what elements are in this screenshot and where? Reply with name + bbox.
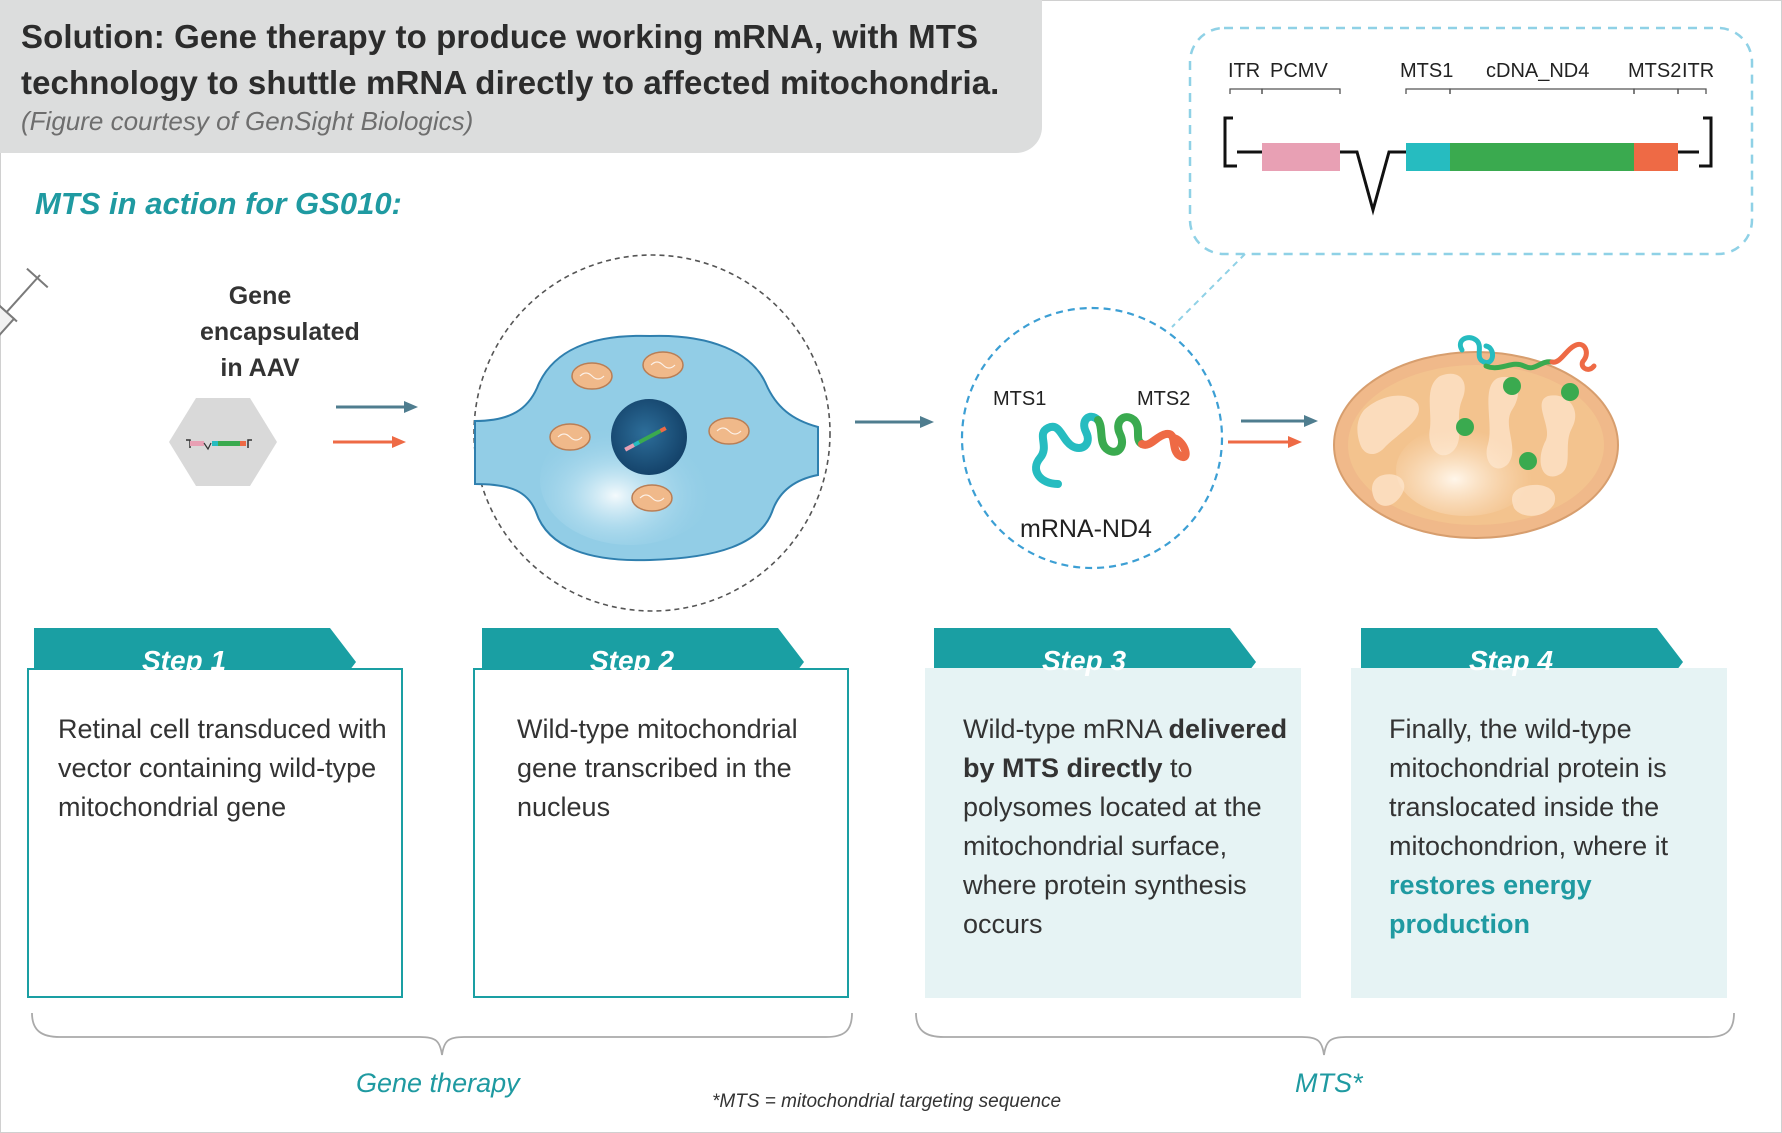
aav-capsid-icon	[169, 398, 277, 486]
mts-bracket	[915, 1012, 1735, 1056]
section-subtitle: MTS in action for GS010:	[35, 186, 402, 221]
mts1-segment	[1406, 143, 1450, 171]
vector-callout-box	[1188, 26, 1754, 256]
step-3-text-b: to polysomes located at the mitochondria…	[963, 753, 1262, 939]
step-4-text-emphasis: restores energy production	[1389, 870, 1592, 939]
footnote: *MTS = mitochondrial targeting sequence	[712, 1091, 1062, 1112]
step-4-title: Step 4	[1468, 645, 1554, 676]
step-3-text-emphasis: delivered by MTS directly	[963, 714, 1288, 783]
mts1-mrna-label: MTS1	[993, 388, 1047, 410]
step-4-description: Finally, the wild-type mitochondrial pro…	[1389, 710, 1719, 944]
step-3-box	[925, 668, 1301, 998]
figure-title: Solution: Gene therapy to produce workin…	[21, 18, 1000, 101]
step-2-description: Wild-type mitochondrial gene transcribed…	[517, 710, 827, 827]
step-1-box	[27, 668, 403, 998]
cdna-nd4-segment	[1450, 143, 1634, 171]
step-4-box	[1351, 668, 1727, 998]
step-3-title: Step 3	[1041, 645, 1127, 676]
step-3-description: Wild-type mRNA delivered by MTS directly…	[963, 710, 1293, 944]
step-2-box	[473, 668, 849, 998]
mts2-segment	[1634, 143, 1678, 171]
step-2-text: Wild-type mitochondrial gene transcribed…	[517, 714, 798, 822]
step-1-text: Retinal cell transduced with vector cont…	[58, 714, 387, 822]
mitochondrion	[1333, 335, 1619, 539]
mts1-vector-label: MTS1	[1400, 60, 1454, 82]
gene-therapy-label: Gene therapy	[356, 1068, 520, 1098]
gene-therapy-bracket	[31, 1012, 853, 1056]
step-3-text-a: Wild-type mRNA	[963, 714, 1169, 744]
mts-label: MTS*	[1295, 1068, 1363, 1098]
pcmv-label: PCMV	[1270, 60, 1328, 82]
protein-dots	[1456, 377, 1579, 470]
arrow-2	[855, 416, 934, 428]
mts2-mrna-label: MTS2	[1137, 388, 1191, 410]
mrna-nd4	[960, 306, 1224, 570]
retinal-cell	[473, 254, 831, 612]
itr-right-bracket	[1699, 116, 1713, 168]
callout-connector	[1171, 253, 1246, 328]
arrow-pair-3	[1228, 415, 1318, 448]
cdna-nd4-label: cDNA_ND4	[1486, 60, 1590, 82]
figure-credit: (Figure courtesy of GenSight Biologics)	[21, 106, 474, 136]
syringe-icon	[0, 267, 49, 395]
itr-left-label: ITR	[1228, 60, 1261, 82]
arrow-pair-1	[333, 401, 418, 448]
aav-label: Gene encapsulated in AAV	[200, 282, 360, 382]
mts2-vector-label: MTS2	[1628, 60, 1682, 82]
step-2-title: Step 2	[589, 645, 675, 676]
step-1-description: Retinal cell transduced with vector cont…	[58, 710, 388, 827]
title-panel: Solution: Gene therapy to produce workin…	[0, 0, 1042, 153]
step-4-text-a: Finally, the wild-type mitochondrial pro…	[1389, 714, 1669, 861]
vector-construct	[1171, 26, 1754, 328]
pcmv-segment	[1262, 143, 1340, 171]
itr-right-label: ITR	[1682, 60, 1715, 82]
step-1-title: Step 1	[141, 645, 227, 676]
itr-left-bracket	[1223, 116, 1237, 168]
mrna-nd4-label: mRNA-ND4	[1020, 515, 1152, 543]
